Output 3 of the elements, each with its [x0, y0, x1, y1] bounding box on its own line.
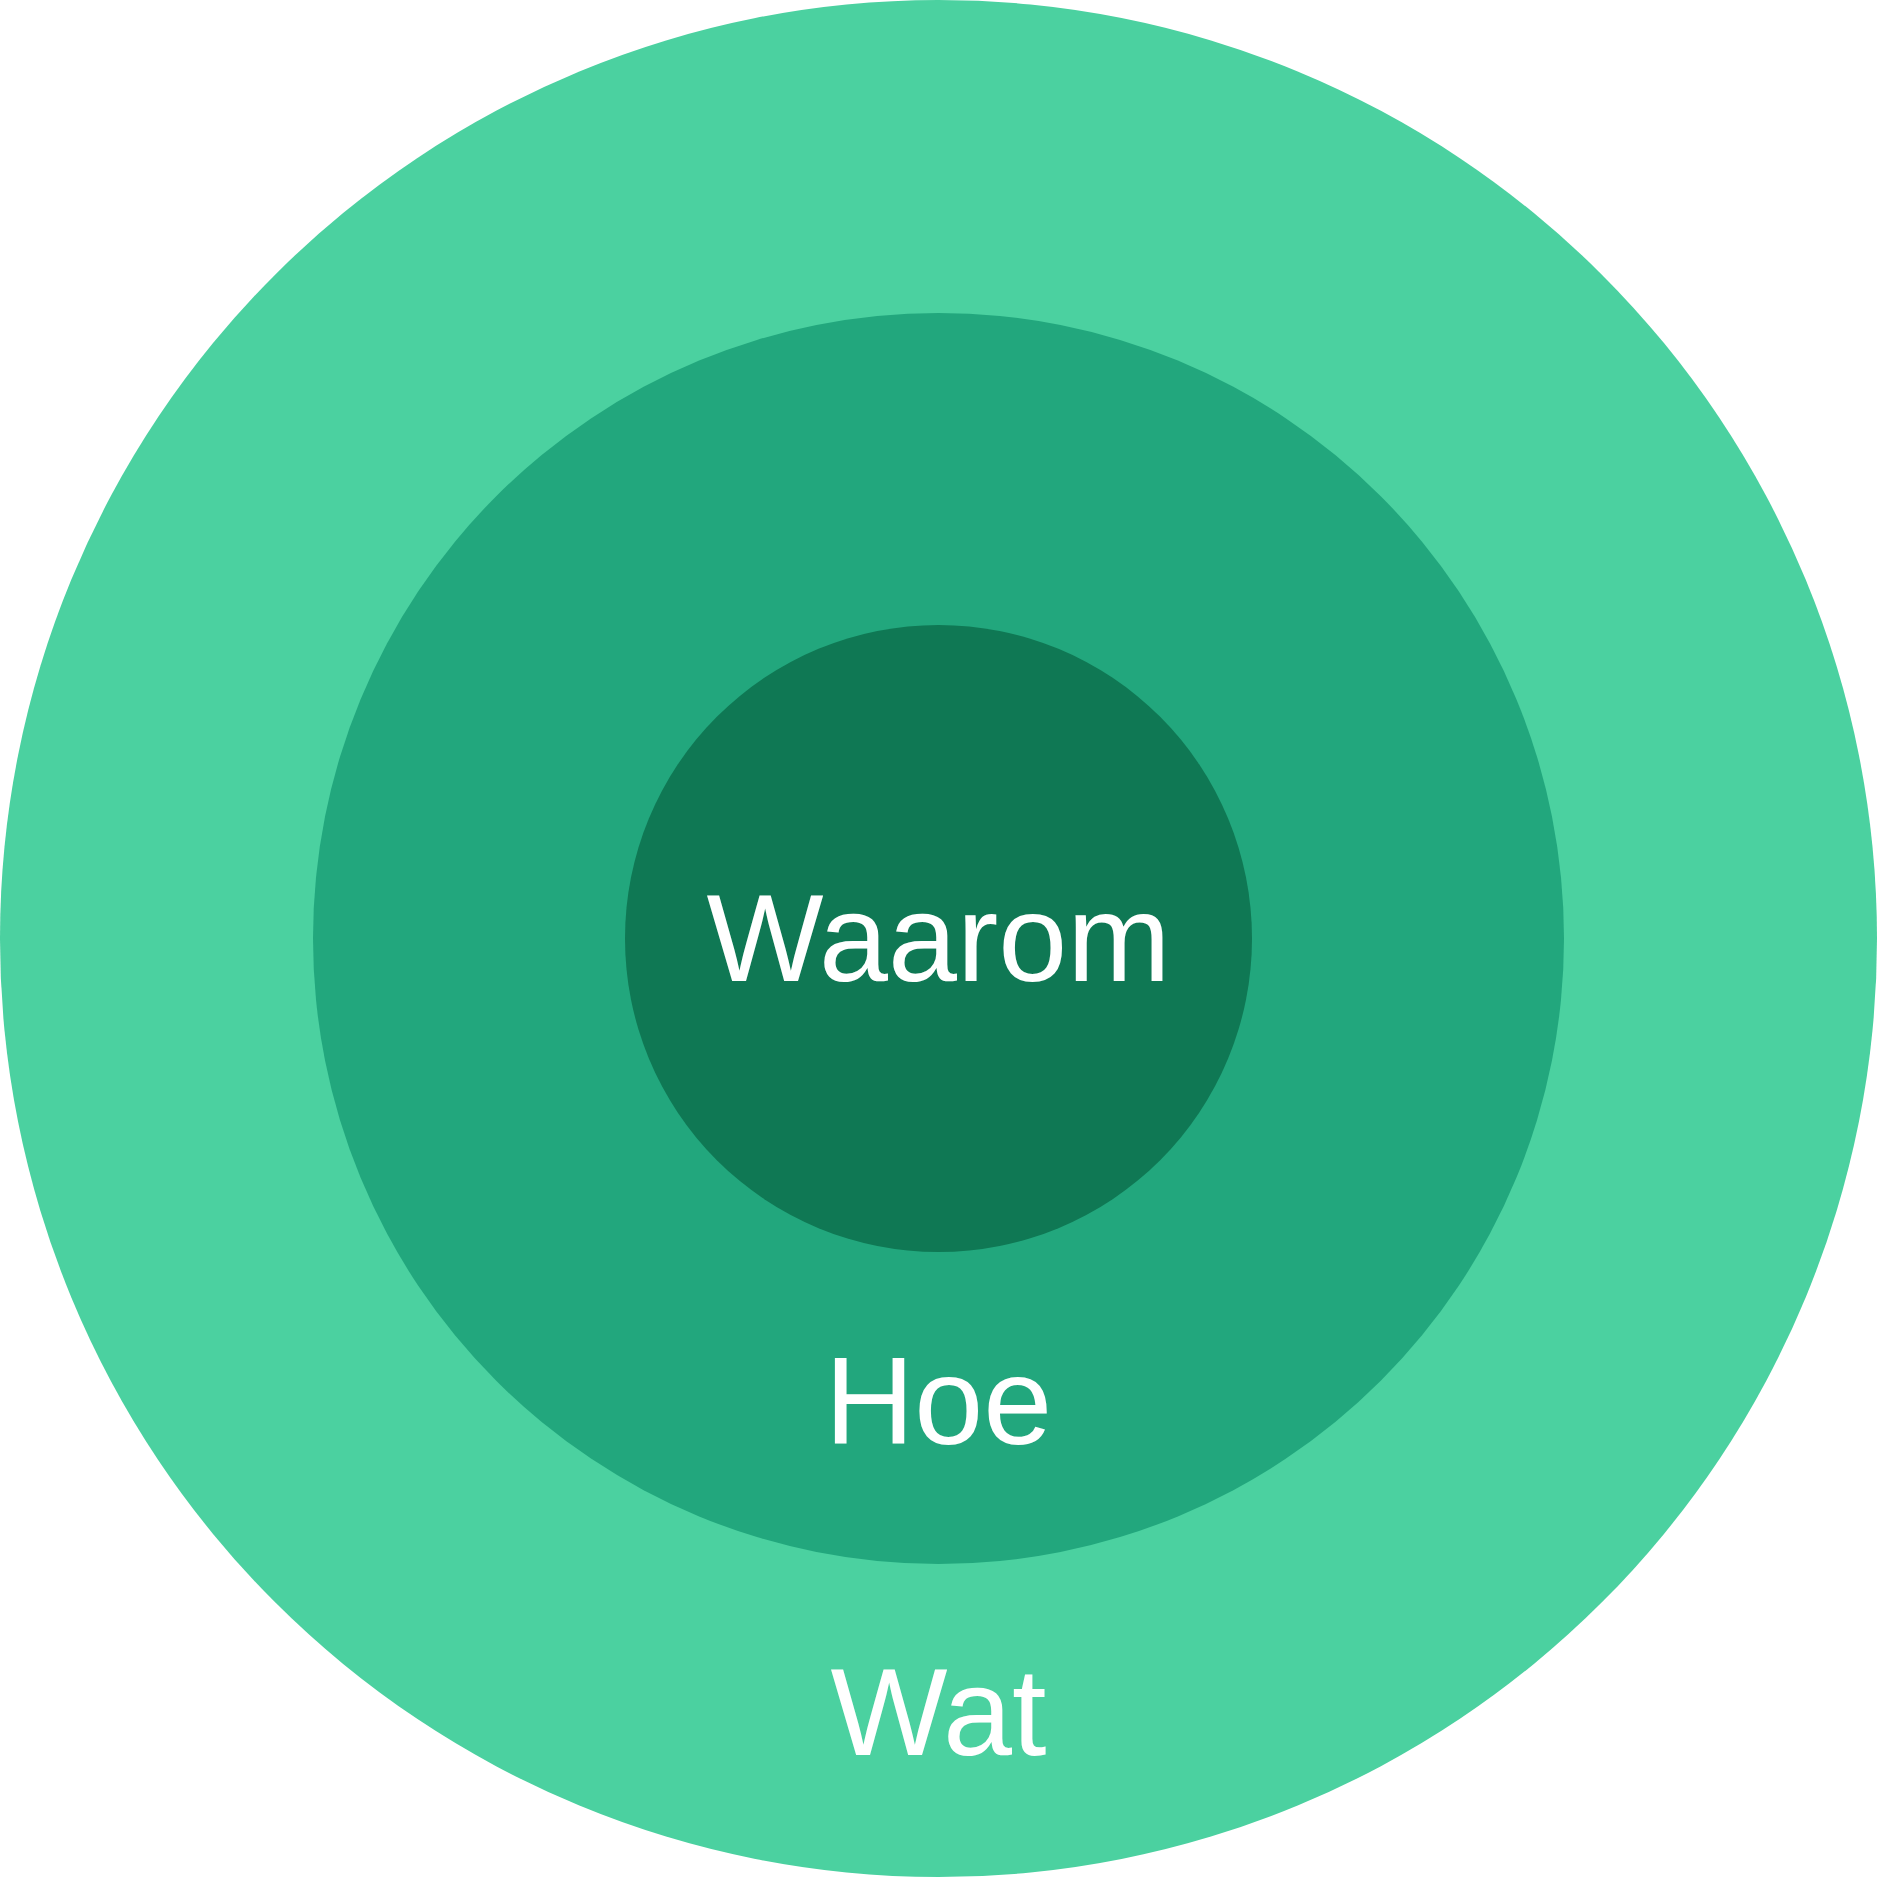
circle-label: Waarom [706, 876, 1171, 1000]
circle-label: Hoe [824, 1339, 1053, 1463]
circle-label: Wat [830, 1650, 1047, 1774]
